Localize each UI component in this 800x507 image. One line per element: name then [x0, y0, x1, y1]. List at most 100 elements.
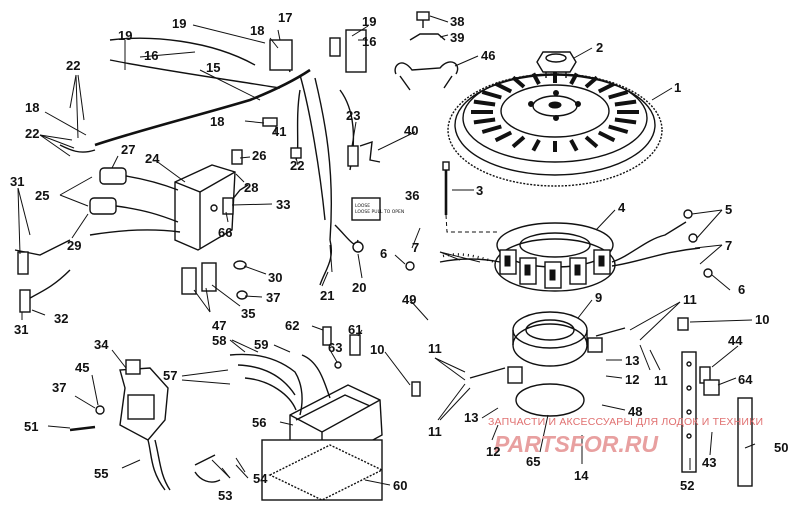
- harness-tag-label: LOOSE PULL TO OPEN: [355, 209, 404, 215]
- callout-60: 60: [393, 478, 407, 493]
- callout-59: 59: [254, 337, 268, 352]
- callout-1: 1: [674, 80, 681, 95]
- callout-16: 16: [144, 48, 158, 63]
- callout-32: 32: [54, 311, 68, 326]
- flywheel-slot: [569, 72, 579, 85]
- wiring-harness: [59, 37, 359, 286]
- flywheel-slot: [584, 75, 599, 89]
- callout-11b: 11: [428, 424, 442, 439]
- callout-54: 54: [253, 471, 268, 486]
- callout-63: 63: [328, 340, 342, 355]
- callout-41: 41: [272, 124, 286, 139]
- callout-66: 66: [218, 225, 232, 240]
- flywheel-nut: [536, 51, 577, 78]
- callout-45: 45: [75, 360, 89, 375]
- callout-11: 11: [428, 341, 442, 356]
- callout-52: 52: [680, 478, 694, 493]
- callout-10: 10: [370, 342, 384, 357]
- callout-31b: 31: [14, 322, 28, 337]
- callout-53: 53: [218, 488, 232, 503]
- callout-25: 25: [35, 188, 49, 203]
- flywheel-slot: [597, 81, 616, 94]
- callout-3: 3: [476, 183, 483, 198]
- callout-11d: 11: [654, 373, 668, 388]
- callout-30: 30: [268, 270, 282, 285]
- flywheel-slot: [494, 81, 513, 94]
- flywheel-slot: [481, 124, 502, 134]
- callout-35: 35: [241, 306, 255, 321]
- callout-13b: 13: [464, 410, 478, 425]
- flywheel-slot: [473, 99, 496, 107]
- flywheel-slot: [511, 75, 526, 89]
- flywheel-slot: [614, 99, 637, 107]
- callout-20: 20: [352, 280, 366, 295]
- callout-33: 33: [276, 197, 290, 212]
- callout-46: 46: [481, 48, 495, 63]
- callout-11c: 11: [683, 292, 697, 307]
- callout-37b: 37: [266, 290, 280, 305]
- callout-16b: 16: [362, 34, 376, 49]
- watermark-subtitle: ЗАПЧАСТИ И АКСЕССУАРЫ ДЛЯ ЛОДОК И ТЕХНИК…: [488, 416, 763, 428]
- flywheel-slot: [494, 130, 513, 143]
- callout-7b: 7: [725, 238, 732, 253]
- callout-18: 18: [250, 23, 264, 38]
- callout-55: 55: [94, 466, 108, 481]
- flywheel-slot: [531, 72, 541, 85]
- power-pack: [174, 164, 236, 251]
- terminal-bracket: [681, 351, 753, 487]
- callout-22c: 22: [290, 158, 304, 173]
- svg-text:LOOSE: LOOSE: [355, 203, 370, 209]
- flywheel-fan-slots: [471, 72, 639, 152]
- stator-bolt: [442, 161, 450, 215]
- callout-10b: 10: [755, 312, 769, 327]
- callout-4: 4: [618, 200, 626, 215]
- callout-9: 9: [595, 290, 602, 305]
- callout-15: 15: [206, 60, 220, 75]
- callout-numbers: 1 2 3 4 5 6 6 7 7 9 10 10 11 11 11 11 12…: [10, 10, 788, 503]
- flywheel-slot: [608, 90, 629, 100]
- callout-64: 64: [738, 372, 753, 387]
- callout-40: 40: [404, 123, 418, 138]
- callout-43: 43: [702, 455, 716, 470]
- flywheel-slot: [569, 139, 579, 152]
- callout-19: 19: [172, 16, 186, 31]
- callout-31: 31: [10, 174, 24, 189]
- watermark-logo: PARTSFOR.RU: [494, 431, 659, 457]
- flywheel-slot: [584, 135, 599, 149]
- callout-65: 65: [526, 454, 540, 469]
- callout-29: 29: [67, 238, 81, 253]
- callout-6: 6: [380, 246, 387, 261]
- flywheel-slot: [481, 90, 502, 100]
- flywheel-slot: [511, 135, 526, 149]
- callout-37: 37: [52, 380, 66, 395]
- callout-34: 34: [94, 337, 109, 352]
- callout-21: 21: [320, 288, 334, 303]
- flywheel: [447, 73, 663, 187]
- callout-17: 17: [278, 10, 292, 25]
- callout-24: 24: [145, 151, 160, 166]
- callout-18b: 18: [25, 100, 39, 115]
- callout-12b: 12: [486, 444, 500, 459]
- callout-13: 13: [625, 353, 639, 368]
- callout-2: 2: [596, 40, 603, 55]
- callout-49: 49: [402, 292, 416, 307]
- callout-57: 57: [163, 368, 177, 383]
- callout-48: 48: [628, 404, 642, 419]
- charge-coil: [469, 311, 626, 384]
- callout-22: 22: [66, 58, 80, 73]
- callout-19b: 19: [118, 28, 132, 43]
- callout-23: 23: [346, 108, 360, 123]
- callout-12: 12: [625, 372, 639, 387]
- flywheel-slot: [531, 139, 541, 152]
- ignition-coil: [119, 359, 169, 441]
- callout-19c: 19: [362, 14, 376, 29]
- callout-36: 36: [405, 188, 419, 203]
- callout-62: 62: [285, 318, 299, 333]
- callout-7: 7: [412, 240, 419, 255]
- callout-47: 47: [212, 318, 226, 333]
- callout-51: 51: [24, 419, 38, 434]
- flywheel-slot: [614, 117, 637, 125]
- flywheel-slot: [473, 117, 496, 125]
- callout-38: 38: [450, 14, 464, 29]
- callout-5: 5: [725, 202, 732, 217]
